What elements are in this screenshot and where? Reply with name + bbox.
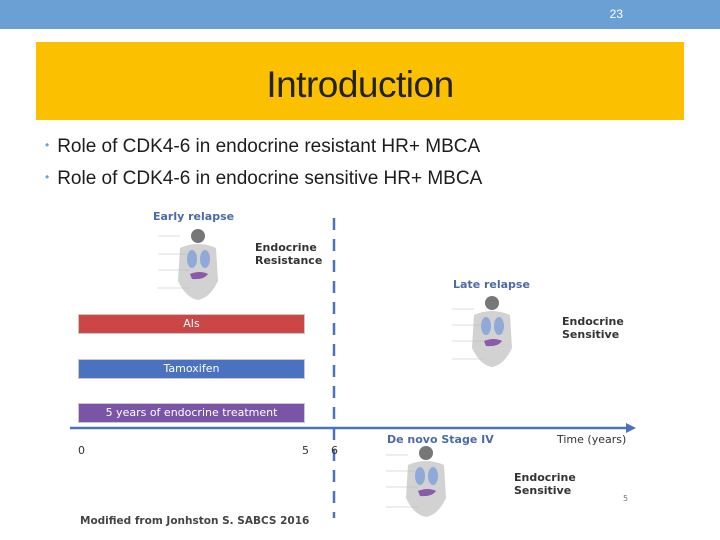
axis-tick-label: 5 xyxy=(302,444,309,457)
late-relapse-label: Late relapse xyxy=(453,278,530,291)
bullet-dot-icon: • xyxy=(45,138,50,152)
top-bar: 23 xyxy=(0,0,720,29)
body-figure-icon xyxy=(452,296,512,367)
title-banner: Introduction xyxy=(36,42,684,120)
bullet-dot-icon: • xyxy=(45,170,50,184)
early-relapse-label: Early relapse xyxy=(153,210,235,223)
axis-tick-label: 0 xyxy=(78,444,85,457)
slide-number: 23 xyxy=(609,7,623,21)
endocrine-resistance-label: Endocrine Resistance xyxy=(255,241,323,267)
tamoxifen-bar: Tamoxifen xyxy=(78,359,305,379)
small-number: 5 xyxy=(623,494,629,503)
bullet-text: Role of CDK4-6 in endocrine resistant HR… xyxy=(57,136,481,157)
axis-tick-label: 6 xyxy=(331,444,338,457)
bullet-item: • Role of CDK4-6 in endocrine resistant H… xyxy=(45,136,480,158)
bullet-text: Role of CDK4-6 in endocrine sensitive HR… xyxy=(57,168,483,189)
time-axis xyxy=(70,423,636,433)
bullet-item: • Role of CDK4-6 in endocrine sensitive H… xyxy=(45,168,482,190)
endocrine-sensitive-label: Endocrine Sensitive xyxy=(514,471,576,497)
body-figure-icon xyxy=(386,446,446,517)
five-years-bar: 5 years of endocrine treatment xyxy=(78,403,305,423)
slide-title: Introduction xyxy=(266,64,454,105)
body-figure-icon xyxy=(158,229,218,300)
source-footnote: Modified from Jonhston S. SABCS 2016 xyxy=(80,515,310,527)
time-divider-line xyxy=(332,218,336,518)
de-novo-label: De novo Stage IV xyxy=(387,433,494,446)
ais-bar: AIs xyxy=(78,314,305,334)
time-axis-label: Time (years) xyxy=(557,433,627,446)
endocrine-sensitive-label: Endocrine Sensitive xyxy=(562,315,624,341)
